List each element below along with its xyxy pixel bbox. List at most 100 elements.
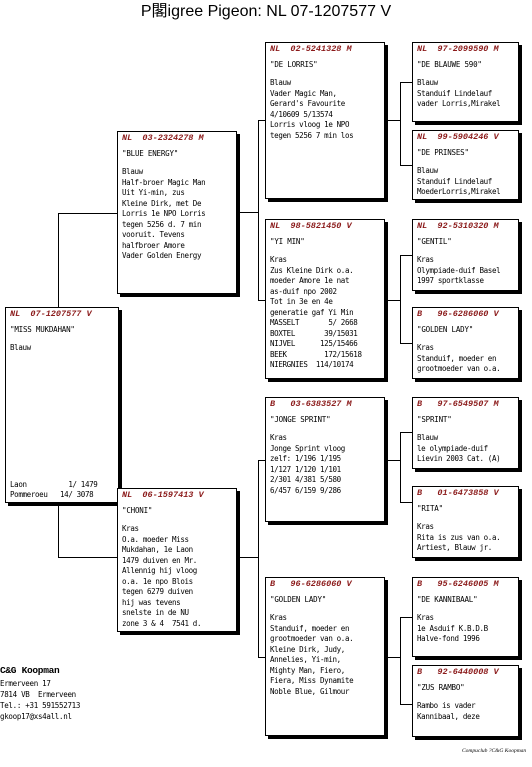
ring-number: NL 03-2324278 M <box>122 133 204 143</box>
ring-number: NL 02-5241328 M <box>270 44 352 54</box>
note-line: Mighty Man, Fiero, <box>270 665 345 675</box>
connector-line <box>58 213 59 307</box>
ring-number: NL 06-1597413 V <box>122 490 204 500</box>
note-line: Vader Golden Energy <box>122 251 202 260</box>
note-line: Standuif, moeder en <box>417 353 497 363</box>
connector-line <box>58 213 117 214</box>
pigeon-name: "GOLDEN LADY" <box>417 325 474 334</box>
note-line <box>10 438 115 449</box>
pigeon-name: "JONGE SPRINT" <box>270 415 331 424</box>
note-line: vooruit. Tevens <box>122 230 185 239</box>
connector-line <box>400 82 401 165</box>
ring-number: B 96-6286060 V <box>417 309 499 319</box>
connector-line <box>58 557 117 558</box>
ring-number: B 97-6549507 M <box>417 399 499 409</box>
note-line: Rita is zus van o.a. <box>417 532 501 542</box>
connector-line <box>400 82 412 83</box>
connector-line <box>400 255 412 256</box>
contact-line: Tel.: +31 591552713 <box>0 701 81 710</box>
contact-line: Ermerveen 17 <box>0 679 51 688</box>
note-line: Duffel 35/ 7061 <box>10 501 115 503</box>
contact-block: C&G Koopman Ermerveen 17 7814 VB Ermerve… <box>0 664 80 722</box>
note-line: 4/10609 5/13574 <box>270 109 333 119</box>
note-line: BOXTEL 39/15031 <box>270 328 358 338</box>
note-line: Kleine Dirk, Judy, <box>270 644 345 654</box>
note-line: Olympiade-duif Basel <box>417 265 501 275</box>
connector-line <box>400 432 401 502</box>
note-line: Standuif Lindelauf <box>417 176 492 186</box>
note-line <box>10 427 115 438</box>
note-line: generatie gaf Yi Min <box>270 307 354 317</box>
pigeon-card-main[interactable]: NL 07-1207577 V"MISS MUKDAHAN"Blauw Laon… <box>5 307 119 503</box>
note-line: Kannibaal, deze <box>417 711 480 721</box>
connector-line <box>258 300 265 301</box>
connector-line <box>400 502 412 503</box>
pigeon-name: "DE PRINSES" <box>417 148 469 157</box>
pigeon-name: "BLUE ENERGY" <box>122 149 179 158</box>
note-line: Blauw <box>122 167 143 176</box>
ring-number: B 95-6246005 M <box>417 579 499 589</box>
note-line <box>10 354 115 365</box>
connector-line <box>400 343 412 344</box>
note-line: Half-broer Magic Man <box>122 177 206 187</box>
note-line: Kras <box>417 522 434 531</box>
note-line: Blauw <box>270 78 291 87</box>
connector-line <box>258 460 265 461</box>
note-line: Tot in 3e en 4e <box>270 297 333 306</box>
note-line: tegen 5256 d. 7 min <box>122 219 202 229</box>
note-line <box>10 406 115 417</box>
note-line: Kras <box>417 255 434 264</box>
note-line: Allennig hij vloog <box>122 566 197 575</box>
note-line <box>10 396 115 407</box>
connector-line <box>400 617 412 618</box>
note-line: NIJVEL 125/15466 <box>270 339 358 348</box>
note-line: MoederLorris,Mirakel <box>417 187 501 196</box>
note-line <box>10 385 115 396</box>
connector-line <box>385 460 400 461</box>
note-line: 1/127 1/120 1/101 <box>270 464 341 474</box>
pigeon-name: "ZUS RAMBO" <box>417 683 465 692</box>
note-line: Lorris 1e NPO Lorris <box>122 209 206 218</box>
note-line: Artiest, Blauw jr. <box>417 543 492 552</box>
note-line: Kras <box>122 524 139 533</box>
note-line: as-duif npo 2002 <box>270 286 337 296</box>
note-line: hij was tevens <box>122 597 181 607</box>
note-line: Vader Magic Man, <box>270 88 337 98</box>
pigeon-name: "DE BLAUWE 590" <box>417 60 482 69</box>
connector-line <box>385 120 400 121</box>
note-line: Kras <box>270 433 287 442</box>
note-line: Blauw <box>10 343 31 352</box>
note-line: Kras <box>417 343 434 352</box>
connector-line <box>258 460 259 657</box>
note-line: Kleine Dirk, met De <box>122 198 202 208</box>
ring-number: B 96-6286060 V <box>270 579 352 589</box>
note-line: Mukdahan, 1e Laon <box>122 545 193 554</box>
note-line <box>10 459 115 470</box>
note-line: tegen 6279 duiven <box>122 587 193 596</box>
connector-line <box>258 657 265 658</box>
contact-email[interactable]: gkoop17@xs4all.nl <box>0 712 72 721</box>
connector-line <box>400 255 401 343</box>
